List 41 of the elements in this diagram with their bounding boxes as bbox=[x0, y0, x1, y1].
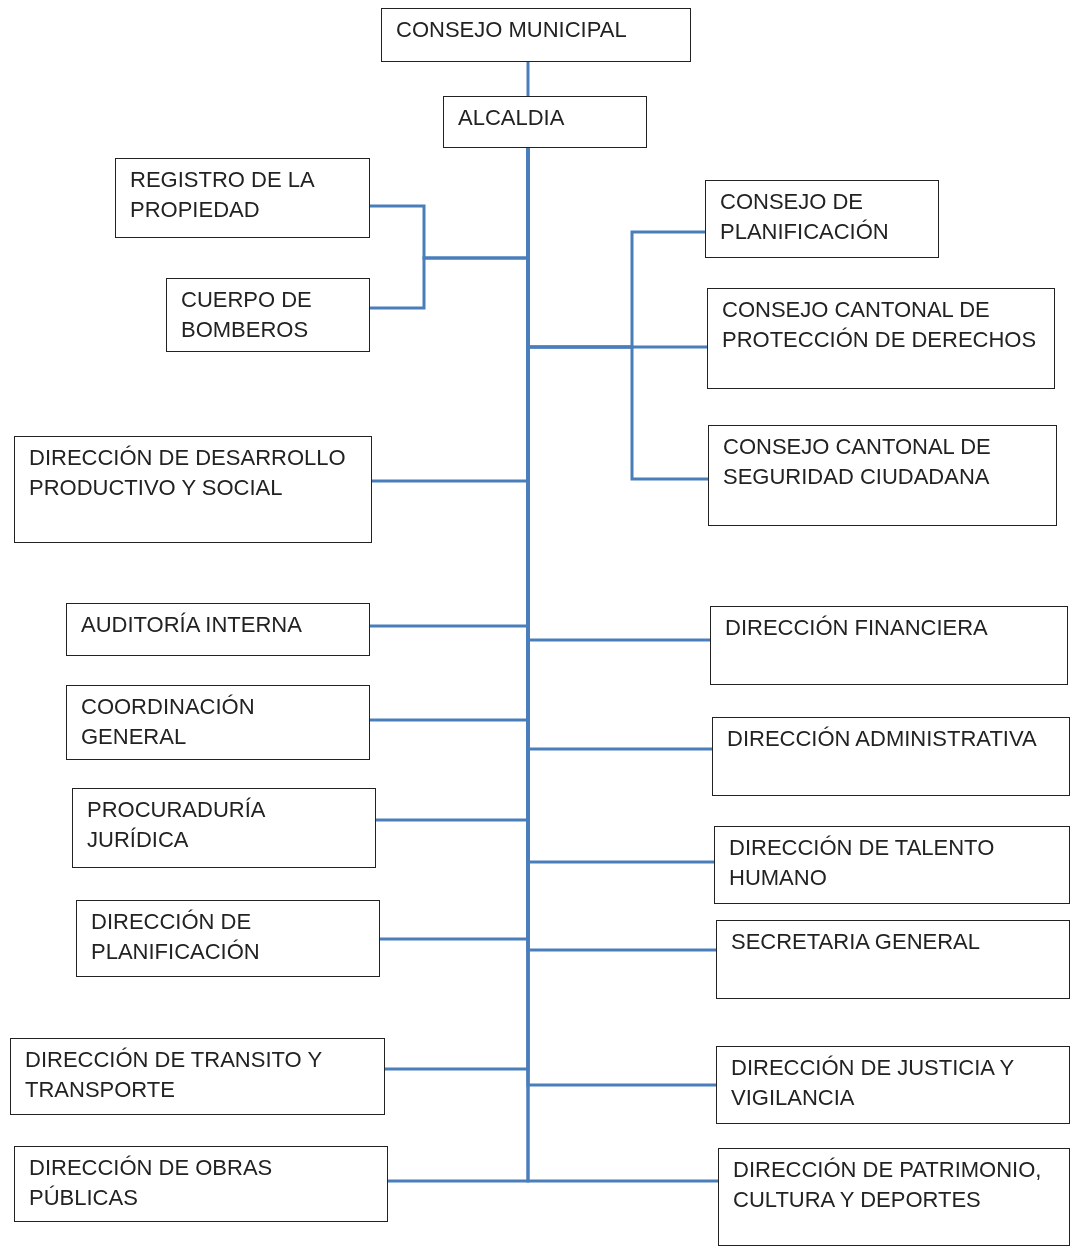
unit-name: CUERPO DE BOMBEROS bbox=[181, 286, 313, 344]
org-unit-box bbox=[718, 1148, 1070, 1246]
unit-name: DIRECCIÓN ADMINISTRATIVA bbox=[727, 725, 1038, 753]
unit-name: DIRECCIÓN DE TRANSITO Y TRANSPORTE bbox=[25, 1046, 323, 1104]
org-unit-box bbox=[66, 603, 370, 656]
org-unit-box bbox=[708, 425, 1057, 526]
org-unit-box bbox=[443, 96, 647, 148]
unit-name: CONSEJO CANTONAL DE SEGURIDAD CIUDADANA bbox=[723, 433, 992, 491]
org-unit-box bbox=[707, 288, 1055, 389]
unit-name: DIRECCIÓN FINANCIERA bbox=[725, 614, 989, 642]
org-unit-box bbox=[714, 826, 1070, 904]
unit-name: DIRECCIÓN DE TALENTO HUMANO bbox=[729, 834, 996, 892]
org-unit-box bbox=[705, 180, 939, 258]
org-unit-box bbox=[10, 1038, 385, 1115]
org-unit-box bbox=[76, 900, 380, 977]
unit-name: AUDITORÍA INTERNA bbox=[81, 611, 303, 639]
unit-name: DIRECCIÓN DE OBRAS PÚBLICAS bbox=[29, 1154, 274, 1212]
unit-name: PROCURADURÍA JURÍDICA bbox=[87, 796, 266, 854]
unit-name: DIRECCIÓN DE DESARROLLO PRODUCTIVO Y SOCIAL bbox=[29, 444, 347, 502]
org-unit-box bbox=[710, 606, 1068, 685]
org-unit-box bbox=[66, 685, 370, 760]
org-unit-box bbox=[72, 788, 376, 868]
unit-name: COORDINACIÓN GENERAL bbox=[81, 693, 256, 751]
unit-name: CONSEJO DE PLANIFICACIÓN bbox=[720, 188, 890, 246]
org-unit-box bbox=[712, 717, 1070, 796]
unit-name: DIRECCIÓN DE PLANIFICACIÓN bbox=[91, 908, 261, 966]
org-unit-box bbox=[14, 436, 372, 543]
unit-name: ALCALDIA bbox=[458, 104, 566, 132]
org-unit-box bbox=[381, 8, 691, 62]
unit-name: REGISTRO DE LA PROPIEDAD bbox=[130, 166, 315, 224]
org-unit-box bbox=[14, 1146, 388, 1222]
connector-line bbox=[526, 62, 530, 96]
unit-name: DIRECCIÓN DE PATRIMONIO, CULTURA Y DEPORTES bbox=[733, 1156, 1043, 1214]
org-unit-box bbox=[166, 278, 370, 352]
unit-name: CONSEJO MUNICIPAL bbox=[396, 16, 628, 44]
org-unit-box bbox=[716, 1046, 1070, 1124]
unit-name: DIRECCIÓN DE JUSTICIA Y VIGILANCIA bbox=[731, 1054, 1015, 1112]
unit-name: SECRETARIA GENERAL bbox=[731, 928, 981, 956]
org-unit-box bbox=[716, 920, 1070, 999]
unit-name: CONSEJO CANTONAL DE PROTECCIÓN DE DERECHOS bbox=[722, 296, 1038, 354]
org-unit-box bbox=[115, 158, 370, 238]
